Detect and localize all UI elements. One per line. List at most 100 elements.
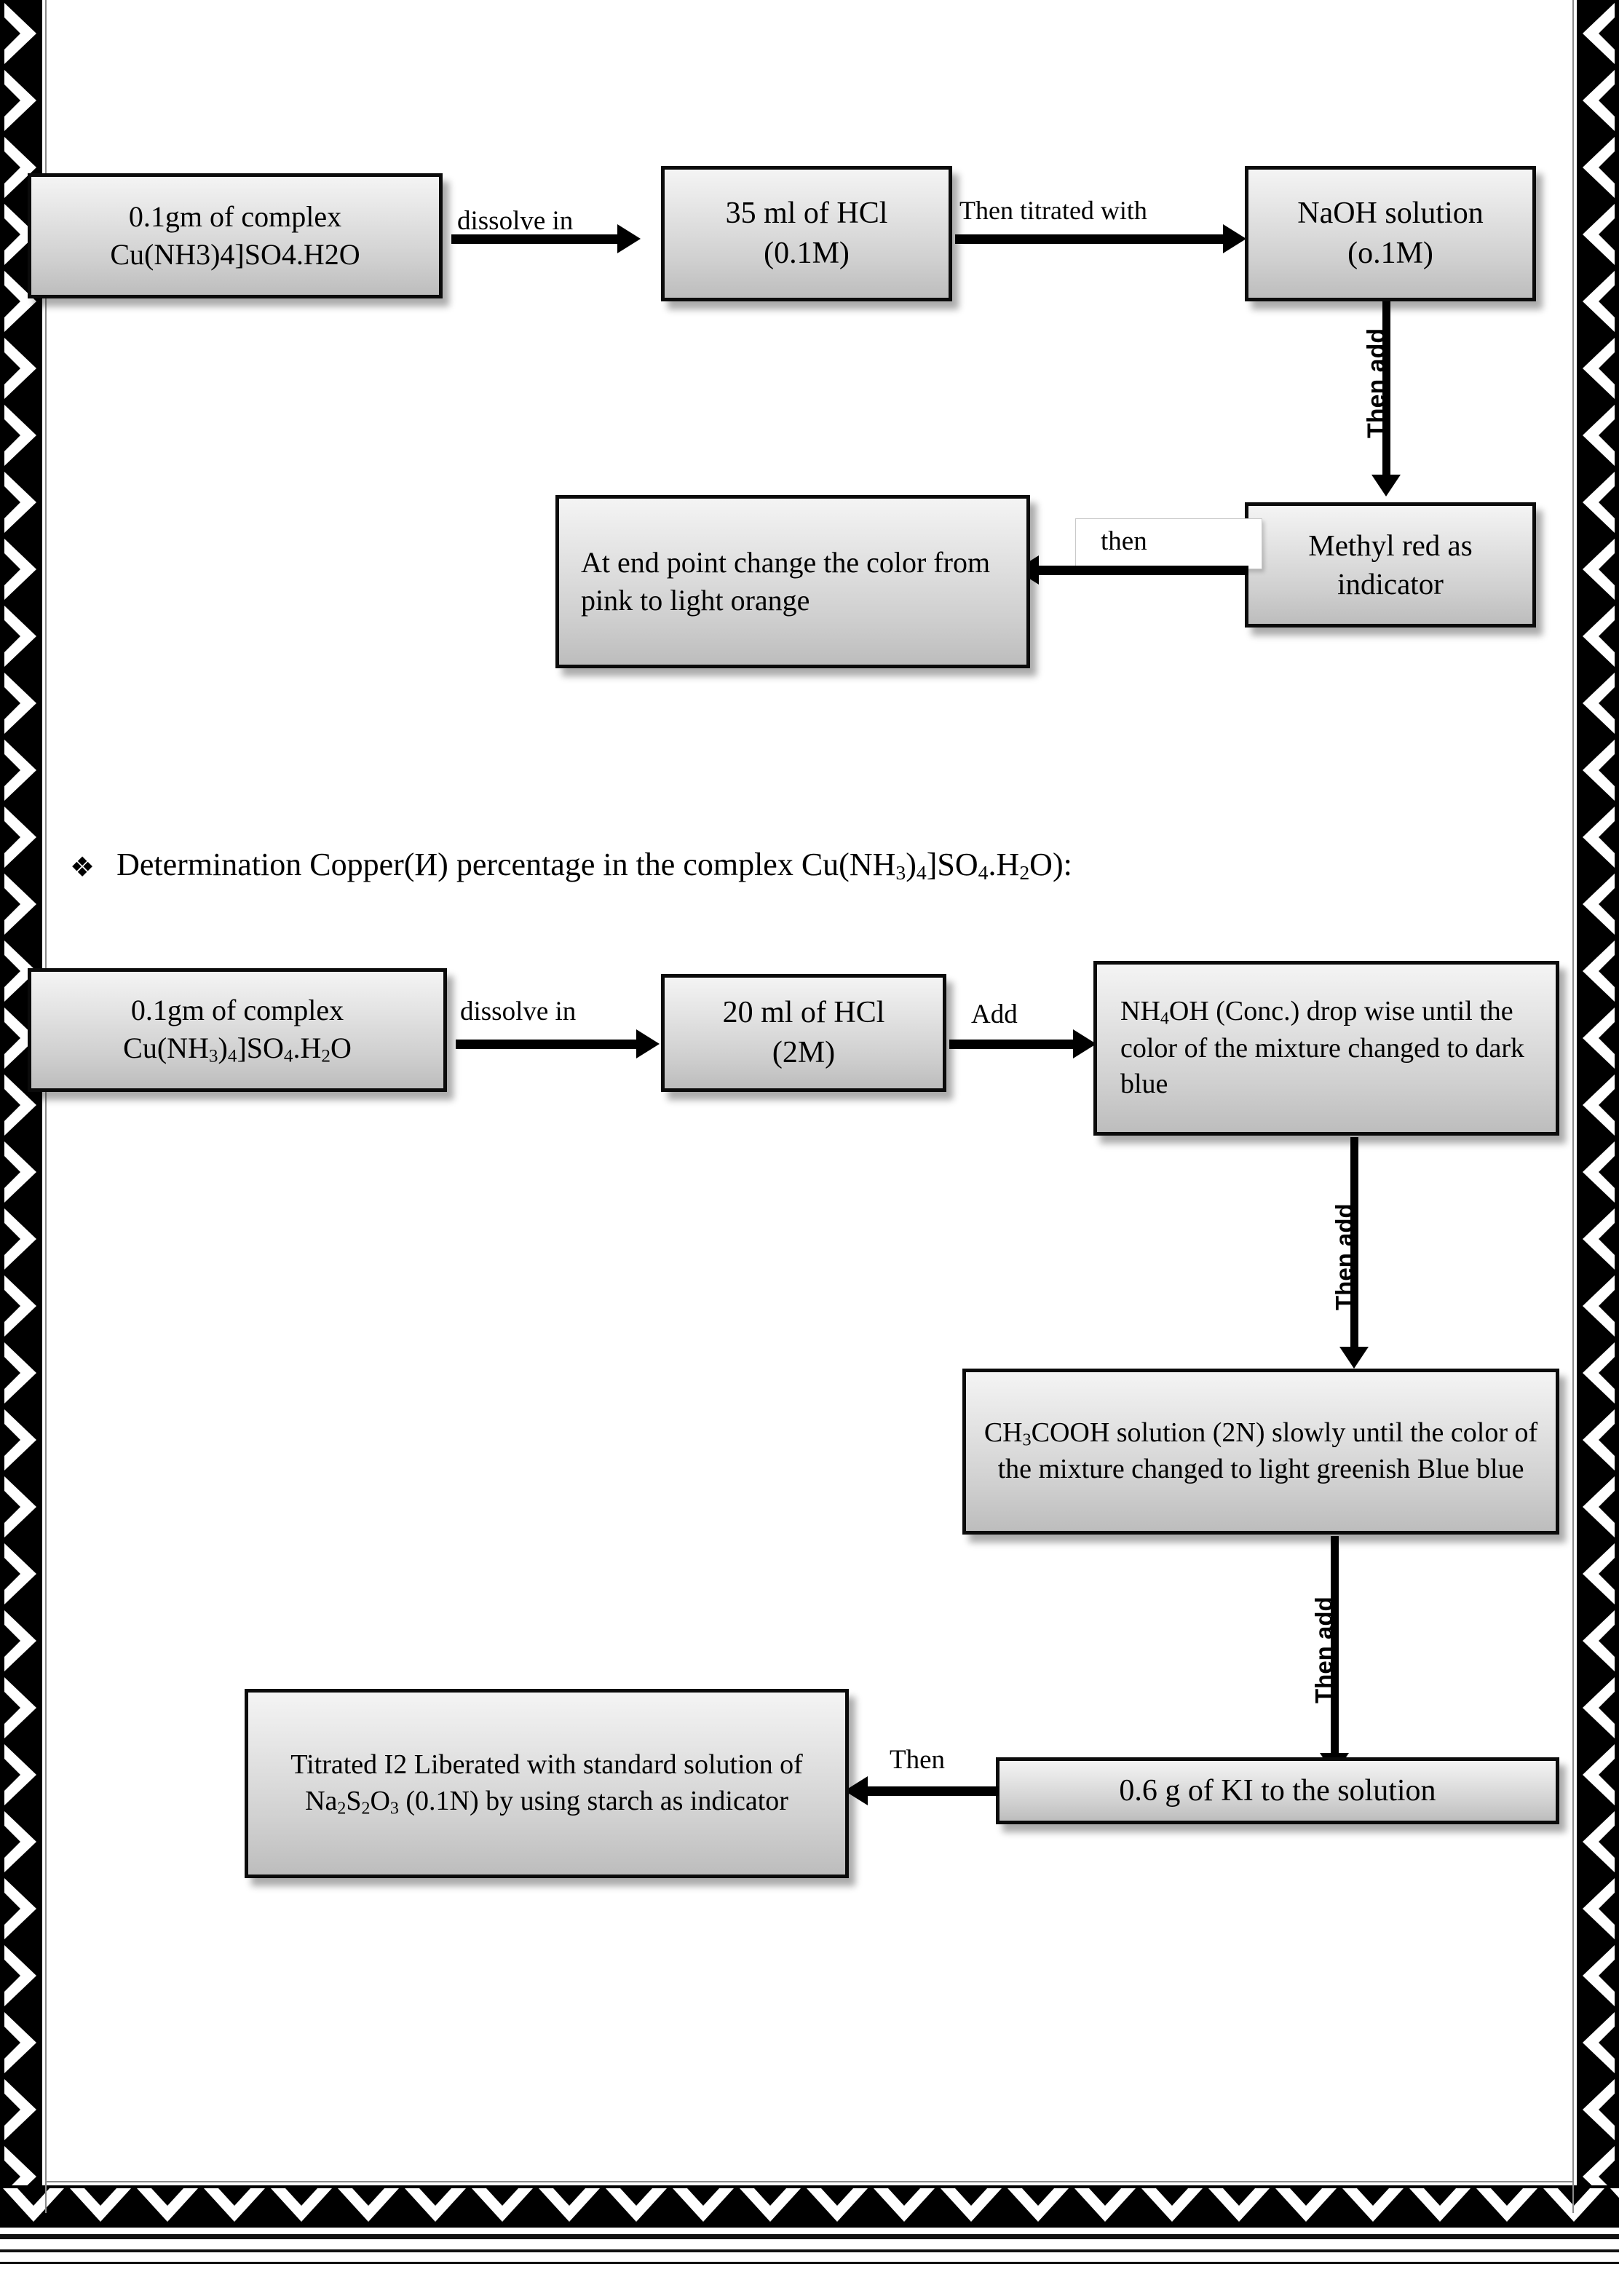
chevron-icon <box>0 201 42 268</box>
flow2-titrate-text: Titrated I2 Liberated with standard solu… <box>290 1749 803 1818</box>
flow2-label-add: Add <box>971 999 1018 1029</box>
frame-line-right <box>1572 0 1574 2213</box>
heading-mid-3: .H <box>988 847 1020 882</box>
heading-text-after: O): <box>1029 847 1072 882</box>
flow1-end-point-text: At end point change the color from pink … <box>581 546 991 617</box>
heading-sub-3: 4 <box>978 861 989 884</box>
chevron-icon <box>1577 67 1619 134</box>
heading-text-before: Determination Copper(И) percentage in th… <box>116 847 896 882</box>
chevron-icon <box>0 1540 42 1607</box>
chevron-icon <box>0 1406 42 1473</box>
chevron-icon <box>1577 603 1619 670</box>
chevron-icon <box>1577 402 1619 469</box>
flow1-complex-line1: 0.1gm of complex <box>128 200 342 233</box>
chevron-icon <box>1577 804 1619 871</box>
chevron-icon <box>1577 134 1619 201</box>
flow2-box-hcl20: 20 ml of HCl (2M) <box>661 974 946 1092</box>
flow2-hcl20-line2: (2M) <box>772 1036 836 1069</box>
border-bottom-band <box>0 2185 1619 2228</box>
chevron-icon <box>0 1875 42 1942</box>
chevron-icon <box>670 2185 737 2228</box>
chevron-icon <box>0 804 42 871</box>
flow1-box-end-point: At end point change the color from pink … <box>555 495 1030 668</box>
chevron-icon <box>1577 1875 1619 1942</box>
chevron-icon <box>0 1741 42 1808</box>
chevron-icon <box>0 2185 67 2228</box>
chevron-icon <box>1577 1607 1619 1674</box>
chevron-icon <box>536 2185 603 2228</box>
flow1-arrow-dissolve-in <box>451 224 641 253</box>
chevron-icon <box>1577 737 1619 804</box>
chevron-icon <box>0 2076 42 2143</box>
chevron-icon <box>0 268 42 335</box>
chevron-icon <box>1577 1005 1619 1072</box>
chevron-icon <box>0 1942 42 2009</box>
flow1-label-then-add: Then add <box>1363 328 1390 438</box>
flow1-label-titrated-with: Then titrated with <box>959 196 1147 225</box>
chevron-icon <box>1577 1406 1619 1473</box>
flow1-complex-line2: Cu(NH3)4]SO4.H2O <box>110 238 360 271</box>
chevron-icon <box>0 670 42 737</box>
chevron-icon <box>1577 469 1619 536</box>
chevron-icon <box>737 2185 804 2228</box>
flow2-nh4oh-text: NH4OH (Conc.) drop wise until the color … <box>1120 996 1525 1100</box>
chevron-icon <box>0 134 42 201</box>
chevron-icon <box>201 2185 268 2228</box>
flow2-arrow-then <box>844 1776 999 1805</box>
chevron-icon <box>1139 2185 1206 2228</box>
heading-bullet-icon: ❖ <box>70 852 95 884</box>
chevron-icon <box>1577 201 1619 268</box>
flow2-label-then: Then <box>890 1745 946 1775</box>
flow1-box-complex: 0.1gm of complex Cu(NH3)4]SO4.H2O <box>28 173 443 298</box>
chevron-icon <box>1577 2009 1619 2076</box>
flow1-methyl-line1: Methyl red as <box>1308 528 1473 562</box>
chevron-icon <box>1577 1808 1619 1875</box>
chevron-icon <box>0 1808 42 1875</box>
chevron-icon <box>0 1206 42 1272</box>
chevron-icon <box>1005 2185 1072 2228</box>
heading-mid-2: ]SO <box>926 847 978 882</box>
section-heading: ❖ Determination Copper(И) percentage in t… <box>70 846 1072 884</box>
chevron-icon <box>0 0 42 67</box>
chevron-icon <box>1072 2185 1139 2228</box>
chevron-icon <box>1577 1206 1619 1272</box>
chevron-icon <box>0 938 42 1005</box>
frame-line-bottom <box>45 2181 1574 2182</box>
heading-sub-4: 2 <box>1019 861 1030 884</box>
chevron-icon <box>1577 1540 1619 1607</box>
chevron-icon <box>67 2185 134 2228</box>
flow2-box-titrate-i2: Titrated I2 Liberated with standard solu… <box>245 1689 849 1878</box>
flow1-label-then: then <box>1101 526 1147 556</box>
chevron-icon <box>1577 1674 1619 1741</box>
flow1-hcl35-line1: 35 ml of HCl <box>725 197 888 231</box>
flow2-box-complex: 0.1gm of complex Cu(NH3)4]SO4.H2O <box>28 968 447 1092</box>
chevron-icon <box>1206 2185 1272 2228</box>
chevron-icon <box>1607 2185 1619 2228</box>
chevron-icon <box>0 402 42 469</box>
chevron-icon <box>0 1272 42 1339</box>
chevron-icon <box>0 67 42 134</box>
chevron-icon <box>0 335 42 402</box>
chevron-icon <box>1577 536 1619 603</box>
flow1-naoh-line2: (o.1M) <box>1347 237 1433 270</box>
chevron-icon <box>0 737 42 804</box>
flow2-hcl20-line1: 20 ml of HCl <box>722 996 885 1030</box>
chevron-icon <box>1577 938 1619 1005</box>
chevron-icon <box>268 2185 335 2228</box>
chevron-icon <box>134 2185 201 2228</box>
chevron-icon <box>0 1005 42 1072</box>
chevron-icon <box>1577 1473 1619 1540</box>
chevron-icon <box>1577 1272 1619 1339</box>
chevron-icon <box>0 469 42 536</box>
flow1-label-dissolve-in: dissolve in <box>457 206 574 236</box>
chevron-icon <box>1577 670 1619 737</box>
chevron-icon <box>804 2185 871 2228</box>
chevron-icon <box>402 2185 469 2228</box>
flow1-naoh-line1: NaOH solution <box>1297 197 1484 231</box>
chevron-icon <box>603 2185 670 2228</box>
flow2-box-ki: 0.6 g of KI to the solution <box>996 1757 1559 1824</box>
chevron-icon <box>335 2185 402 2228</box>
flow2-complex-line1: 0.1gm of complex <box>130 993 344 1026</box>
chevron-icon <box>1577 1942 1619 2009</box>
